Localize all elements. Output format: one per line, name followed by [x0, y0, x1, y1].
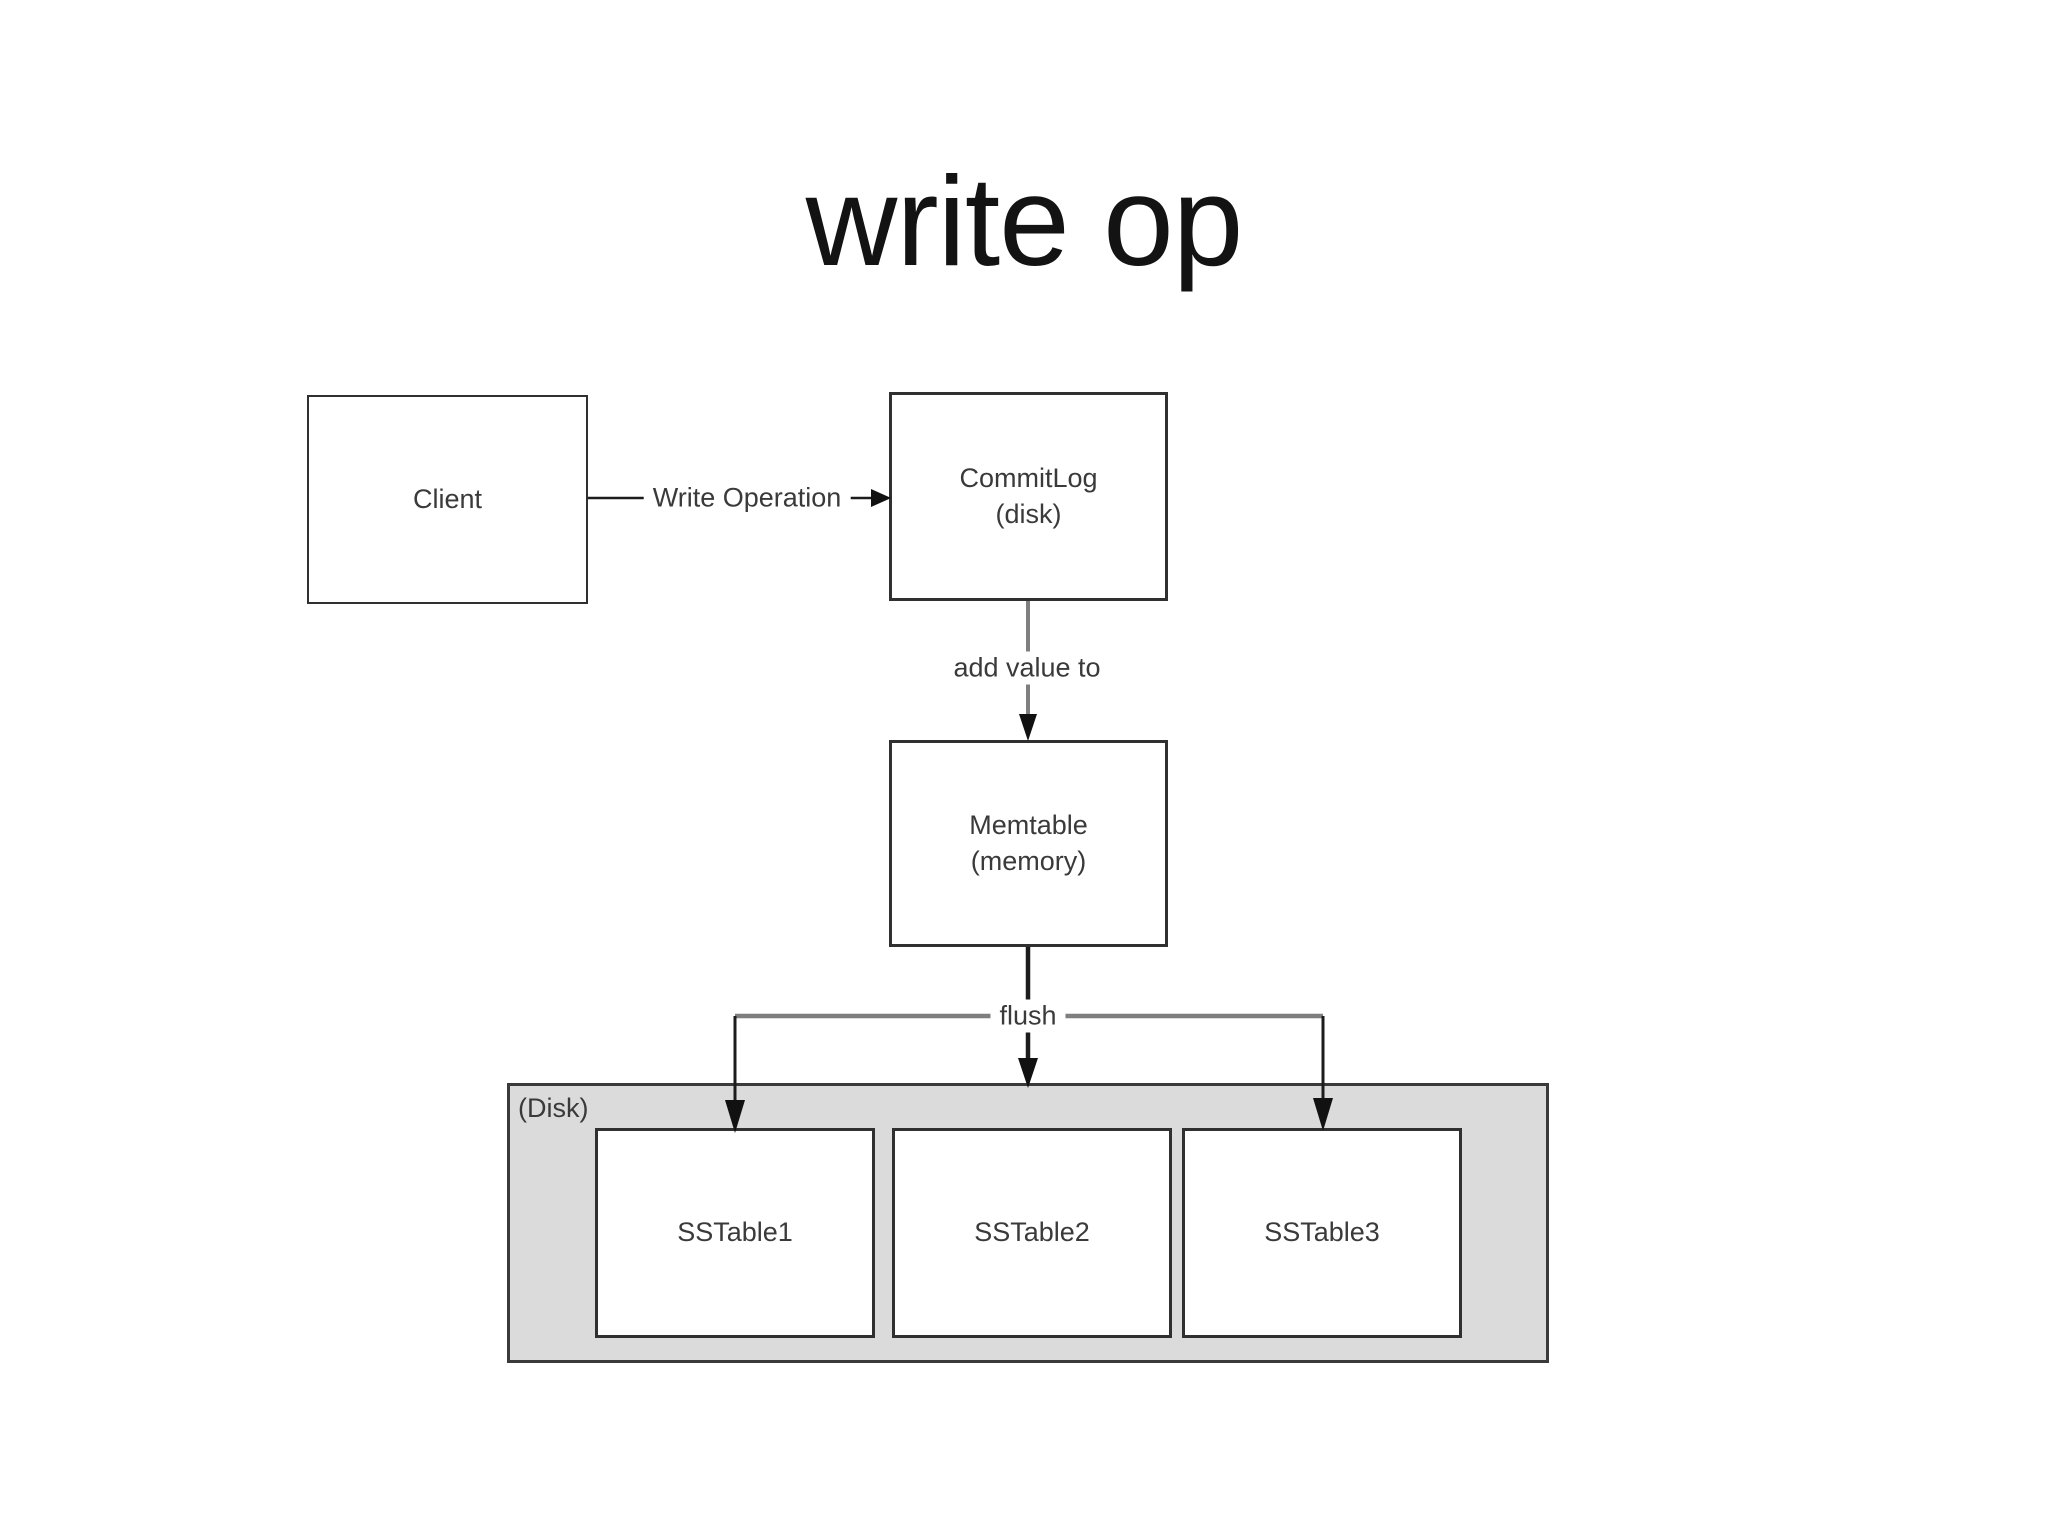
- node-commitlog-label: CommitLog: [959, 462, 1098, 493]
- node-commitlog-sublabel: (disk): [995, 498, 1062, 529]
- node-sstable2-label: SSTable2: [974, 1217, 1090, 1248]
- node-commitlog: CommitLog (disk): [889, 392, 1168, 601]
- node-memtable-label: Memtable: [969, 809, 1088, 840]
- node-sstable1: SSTable1: [595, 1128, 875, 1338]
- edge-label-add-value-to: add value to: [944, 651, 1110, 685]
- node-sstable3-label: SSTable3: [1264, 1217, 1380, 1248]
- node-client-label: Client: [412, 483, 483, 514]
- node-sstable3: SSTable3: [1182, 1128, 1462, 1338]
- arrowhead-right-icon: [871, 489, 891, 507]
- node-client: Client: [307, 395, 588, 604]
- node-memtable-sublabel: (memory): [970, 845, 1087, 876]
- disk-container-label: (Disk): [518, 1093, 589, 1123]
- edge-label-write-operation: Write Operation: [643, 481, 851, 515]
- slide-title: write op: [805, 150, 1244, 292]
- node-sstable1-label: SSTable1: [677, 1217, 793, 1248]
- arrowhead-down-icon: [1019, 714, 1037, 741]
- node-sstable2: SSTable2: [892, 1128, 1172, 1338]
- node-memtable: Memtable (memory): [889, 740, 1168, 947]
- edge-label-flush: flush: [990, 999, 1066, 1033]
